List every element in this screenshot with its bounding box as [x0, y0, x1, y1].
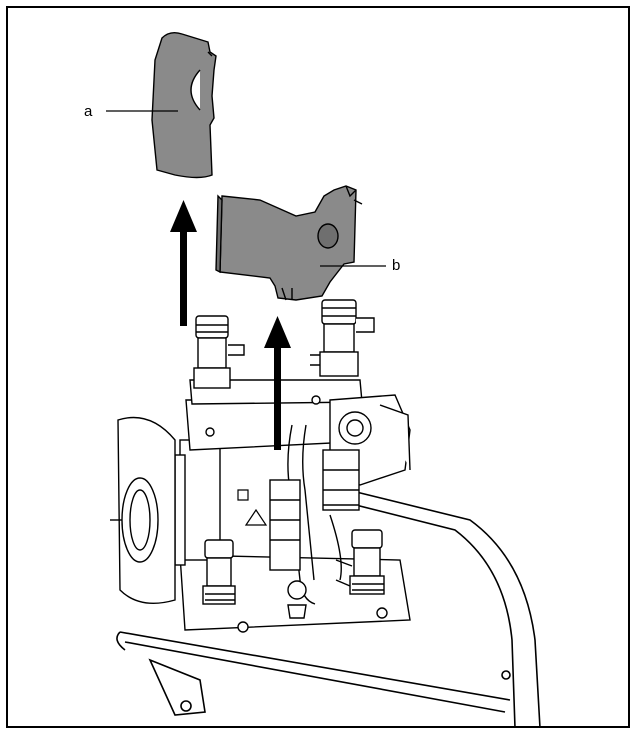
cover-a [151, 31, 217, 179]
drain-valve [287, 580, 307, 619]
lower-connector-right [335, 529, 385, 595]
callout-label-a: a [84, 103, 93, 120]
arrow-up-icon [264, 316, 291, 450]
callout-label-b: b [392, 257, 401, 274]
lower-connector-left [202, 539, 236, 605]
center-hose [269, 424, 316, 605]
cover-b [215, 185, 363, 301]
right-fitting [322, 449, 360, 581]
valve-top-left [193, 315, 245, 389]
arrow-up-icon [170, 200, 197, 326]
boiler-housing [116, 487, 541, 729]
warning-triangle-icon [237, 489, 268, 526]
left-connector [110, 416, 176, 604]
valve-top-right [310, 299, 375, 377]
